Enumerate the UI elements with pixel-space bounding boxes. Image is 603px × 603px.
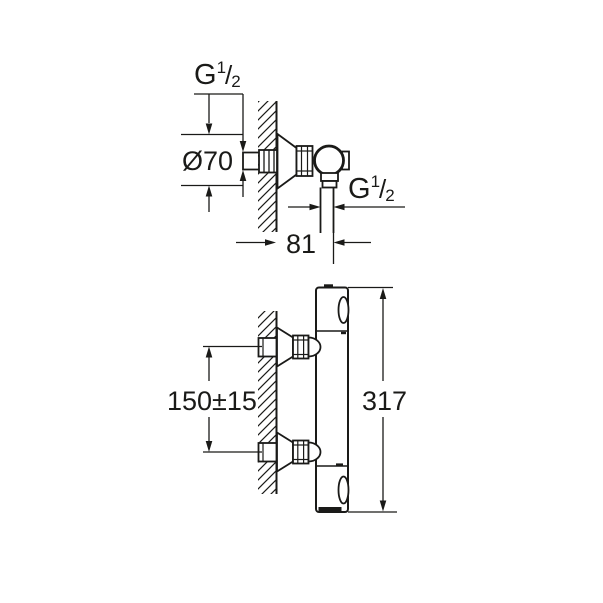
escutcheon-cone-lower xyxy=(276,430,294,474)
thread-separator: / xyxy=(379,174,387,204)
escutcheon-cone-top xyxy=(276,132,298,191)
thermostat-bar xyxy=(315,284,350,513)
side-view xyxy=(203,284,397,513)
thread-numerator: 1 xyxy=(216,58,227,77)
temperature-handle-grip xyxy=(337,296,350,324)
volume-handle-grip xyxy=(337,475,350,505)
hex-nut-top xyxy=(295,145,314,177)
dimension-label-connection-spacing: 150±15 xyxy=(167,386,257,416)
shower-outlet-elbow xyxy=(242,132,350,233)
valve-body-circle xyxy=(313,144,345,177)
thread-numerator: 1 xyxy=(370,172,381,191)
dimension-connection-spacing xyxy=(203,345,262,453)
thread-denominator: 2 xyxy=(385,186,395,205)
escutcheon-cone-upper xyxy=(276,325,294,369)
dimension-label-escutcheon-diameter: Ø70 xyxy=(182,146,234,176)
top-view xyxy=(181,93,405,264)
dimension-outlet-thread xyxy=(288,203,405,211)
dimension-wall-thread xyxy=(194,93,247,197)
dimension-escutcheon-diameter xyxy=(181,94,243,212)
thread-denominator: 2 xyxy=(231,72,241,91)
dimension-wall-to-outlet xyxy=(236,233,371,264)
thread-prefix: G xyxy=(194,59,217,91)
dimension-label-outlet-thread: G1/2 xyxy=(348,173,395,206)
upper-union xyxy=(257,325,322,369)
thread-separator: / xyxy=(225,60,233,90)
dimension-label-overall-height: 317 xyxy=(362,386,408,416)
lower-union xyxy=(257,430,322,474)
dimension-label-wall-thread: G1/2 xyxy=(194,59,241,92)
thread-prefix: G xyxy=(348,173,371,205)
dimension-overall-height xyxy=(348,286,397,513)
dimension-label-wall-to-outlet: 81 xyxy=(286,229,317,259)
